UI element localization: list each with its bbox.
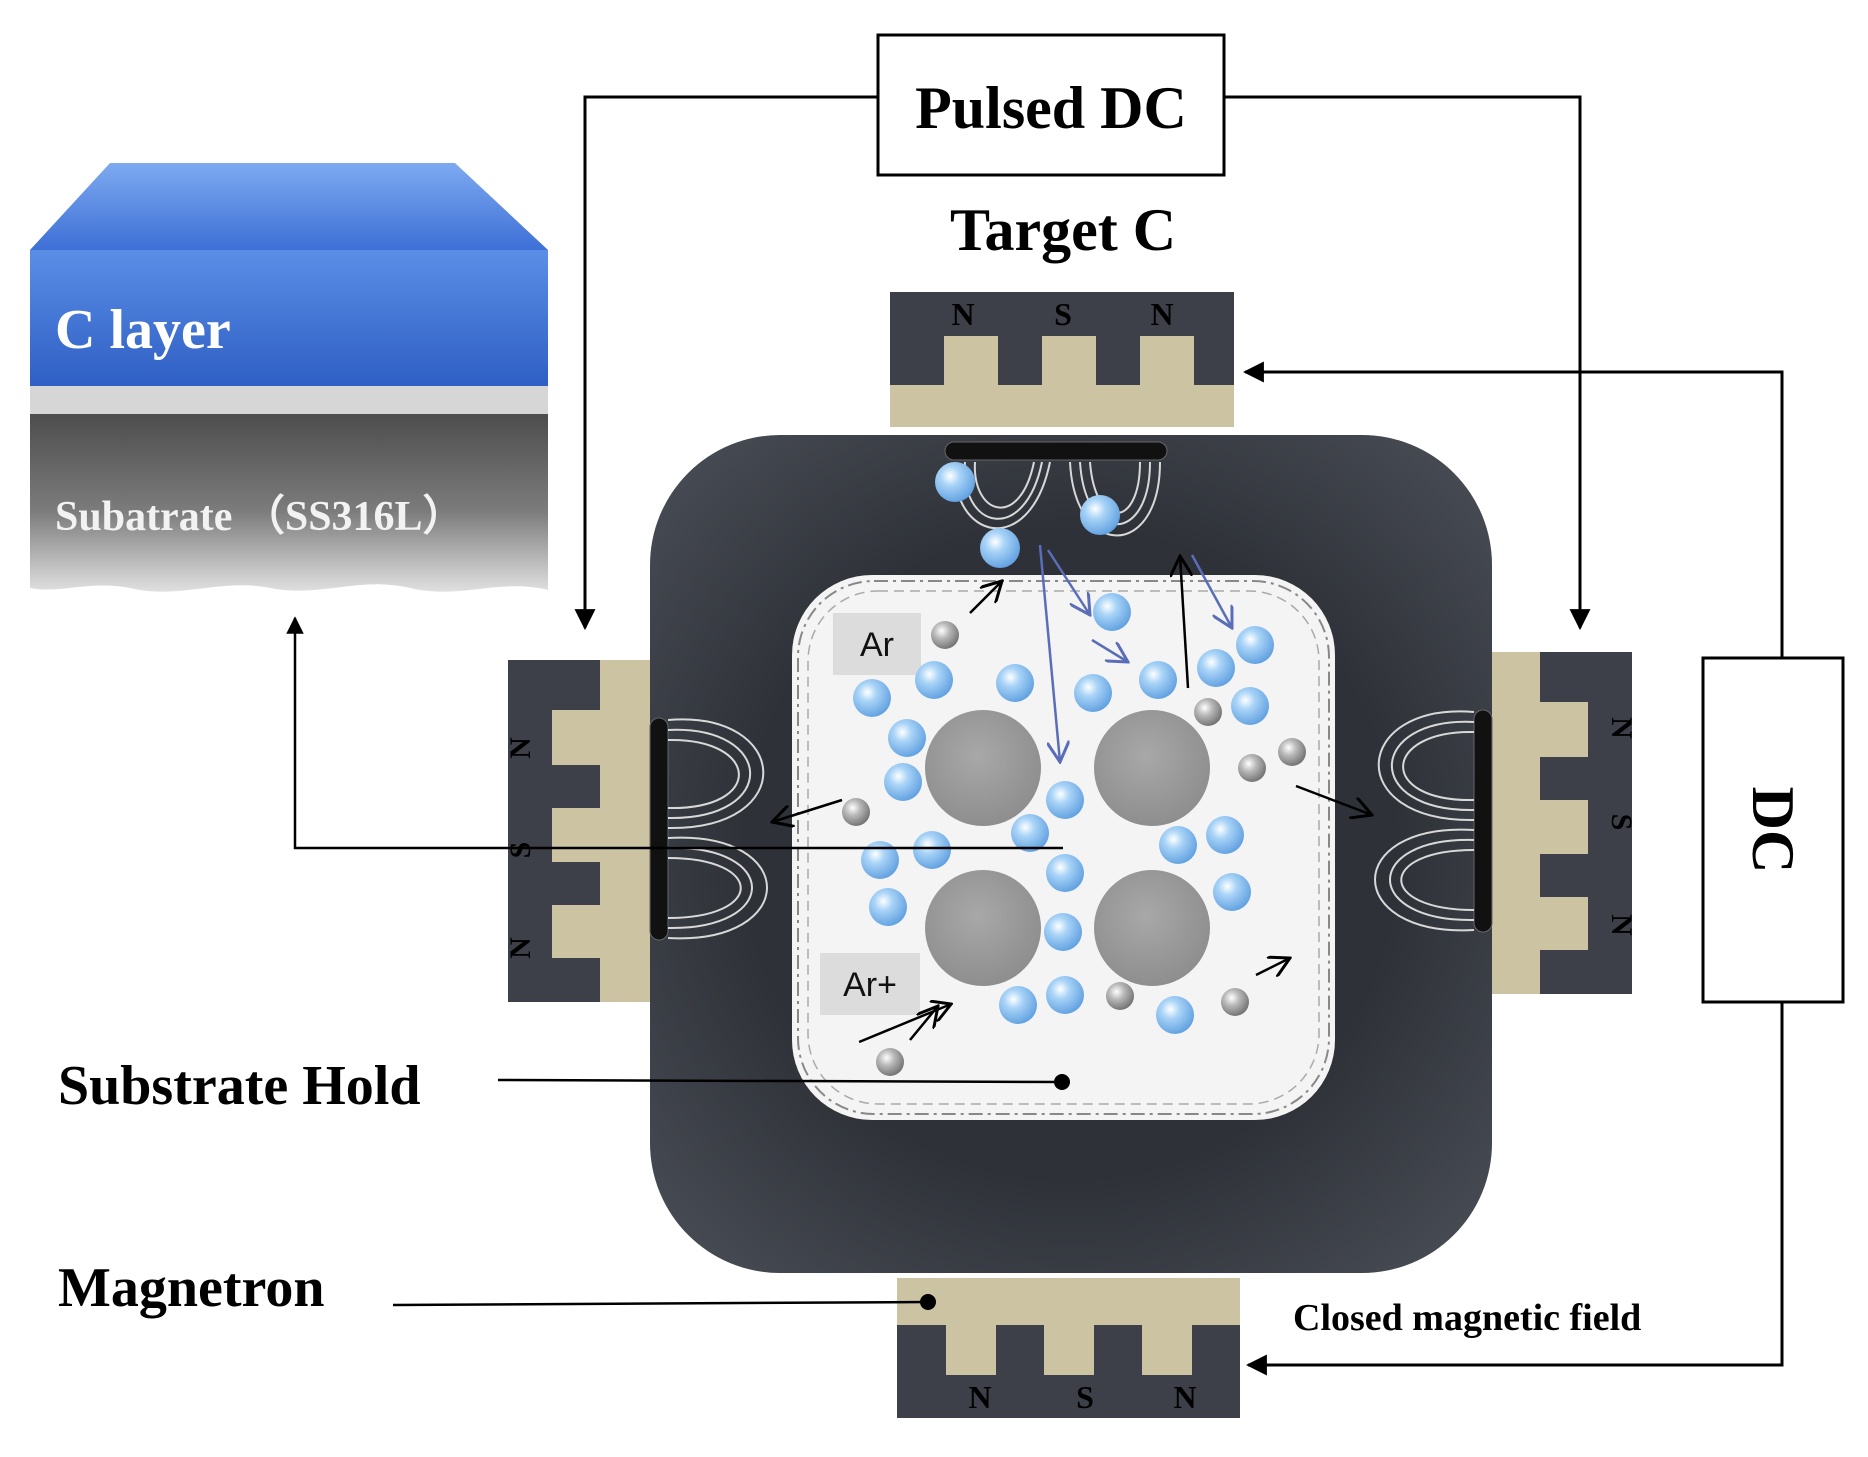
ar-label: Ar: [860, 626, 894, 664]
side-target-plate: [649, 717, 669, 941]
ar-label-box: Ar: [833, 613, 921, 675]
pole-label: N: [1605, 914, 1638, 936]
ar-ion-label-box: Ar+: [820, 953, 920, 1015]
pole-label: S: [1054, 296, 1072, 332]
c-layer-label: C layer: [55, 299, 231, 361]
holder-disc: [925, 870, 1041, 986]
pole-label: N: [1605, 717, 1638, 739]
carbon-particles: [853, 462, 1274, 1034]
pole-label: S: [1605, 814, 1638, 831]
pulsed-dc-wiring: [574, 95, 1591, 631]
substrate-hold-label: Substrate Hold: [58, 1055, 421, 1117]
holder-disc: [1094, 710, 1210, 826]
pole-label: N: [951, 296, 974, 332]
dc-box: DC: [1701, 656, 1845, 1004]
pulsed-dc-box: Pulsed DC: [876, 33, 1226, 177]
target-plate: [944, 441, 1168, 461]
ion-flow-arrows: [772, 544, 1372, 1044]
substrate-block: [30, 414, 548, 592]
interlayer: [30, 386, 548, 414]
pole-label: S: [504, 842, 537, 859]
pole-label: N: [968, 1379, 991, 1415]
pole-label: S: [1076, 1379, 1094, 1415]
substrate-hold-callout: Substrate Hold: [58, 1055, 1070, 1117]
layer-stack: C layer Subatrate （SS316L）: [30, 163, 548, 592]
field-lines: [667, 718, 768, 940]
dc-wiring: [1242, 361, 1784, 1376]
substrate-label: Subatrate （SS316L）: [55, 493, 465, 540]
magnetron-right: N S N: [1374, 652, 1638, 994]
holder-disc: [925, 710, 1041, 826]
magnetron-label: Magnetron: [58, 1257, 325, 1319]
substrate-holders: [925, 710, 1210, 986]
magnetron-left: N S N: [504, 660, 768, 1002]
pole-label: N: [504, 737, 537, 759]
argon-particles: [842, 621, 1306, 1076]
pole-label: N: [1173, 1379, 1196, 1415]
holder-disc: [1094, 870, 1210, 986]
target-label: Target C: [950, 197, 1176, 263]
c-layer-top-face: [30, 163, 548, 250]
pole-label: N: [504, 937, 537, 959]
magnetron-bottom: N S N: [897, 1278, 1240, 1418]
deposition-leader: [286, 616, 1063, 850]
dc-label: DC: [1740, 787, 1806, 874]
ar-ion-label: Ar+: [843, 966, 897, 1004]
side-target-plate: [1473, 709, 1493, 933]
magnetron-callout: Magnetron: [58, 1257, 936, 1319]
field-lines: [1374, 710, 1475, 932]
pole-label: N: [1150, 296, 1173, 332]
pulsed-dc-label: Pulsed DC: [915, 75, 1187, 141]
closed-field-label: Closed magnetic field: [1293, 1297, 1641, 1339]
c-layer: [30, 250, 548, 386]
magnetron-top: N S N: [890, 292, 1234, 537]
